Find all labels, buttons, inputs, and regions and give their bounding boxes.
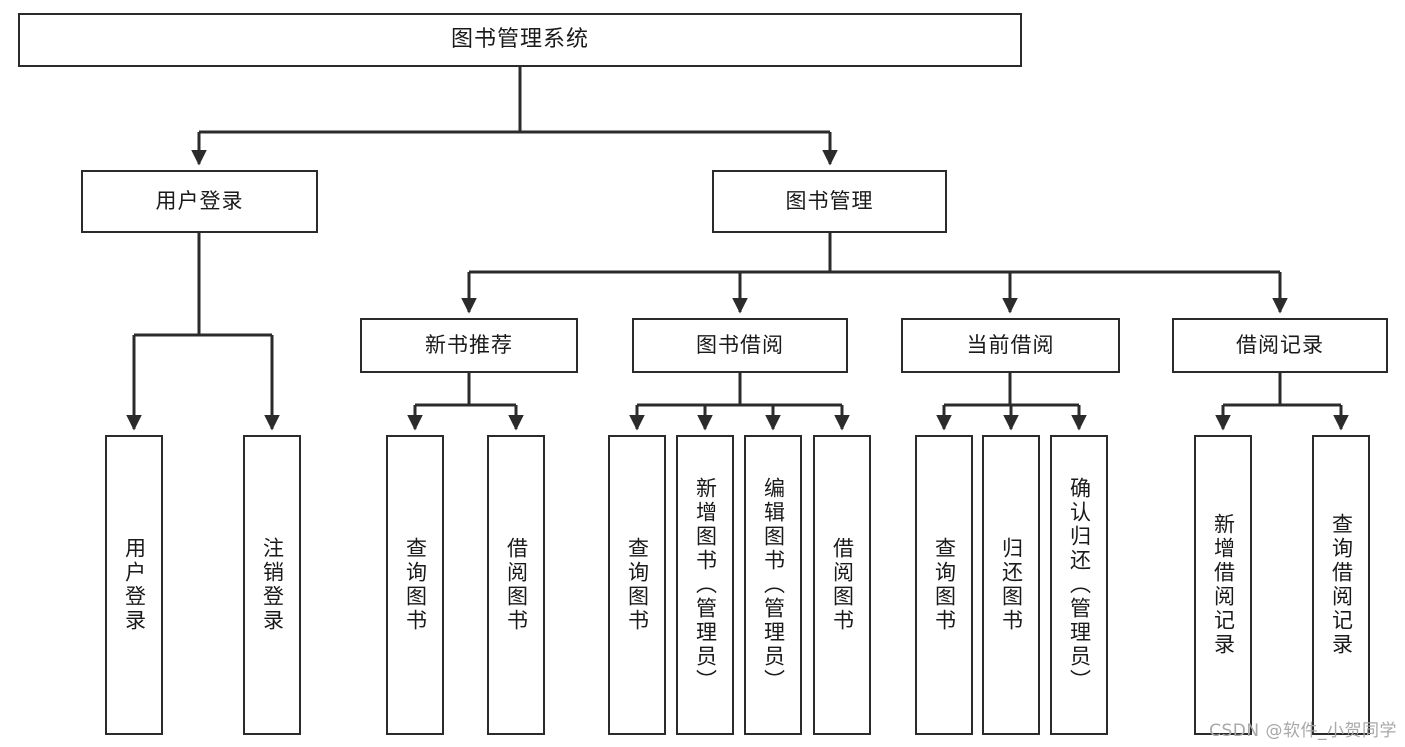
node-leaf-logout-label: 注销登录 <box>260 537 285 633</box>
node-leaf-borrow-book-2-label: 借阅图书 <box>830 537 855 633</box>
node-leaf-query-book-2[interactable]: 查询图书 <box>608 435 666 735</box>
node-leaf-user-login-label: 用户登录 <box>122 537 147 633</box>
node-leaf-borrow-book-1[interactable]: 借阅图书 <box>487 435 545 735</box>
node-borrow-record-label: 借阅记录 <box>1236 332 1324 357</box>
node-leaf-user-login[interactable]: 用户登录 <box>105 435 163 735</box>
node-leaf-edit-book[interactable]: 编辑图书（管理员） <box>744 435 802 735</box>
node-leaf-borrow-book-1-label: 借阅图书 <box>504 537 529 633</box>
node-leaf-add-record-label: 新增借阅记录 <box>1211 513 1236 657</box>
node-leaf-query-book-3[interactable]: 查询图书 <box>915 435 973 735</box>
node-user-login-label: 用户登录 <box>155 188 244 213</box>
node-borrow-record[interactable]: 借阅记录 <box>1172 318 1388 373</box>
node-book-manage-label: 图书管理 <box>785 188 874 213</box>
node-root-label: 图书管理系统 <box>450 26 589 52</box>
csdn-watermark: CSDN @软件_小贺同学 <box>1209 721 1397 741</box>
node-leaf-logout[interactable]: 注销登录 <box>243 435 301 735</box>
node-leaf-query-book-2-label: 查询图书 <box>625 537 650 633</box>
node-leaf-query-book-1-label: 查询图书 <box>403 537 428 633</box>
node-leaf-borrow-book-2[interactable]: 借阅图书 <box>813 435 871 735</box>
node-leaf-confirm-return[interactable]: 确认归还（管理员） <box>1050 435 1108 735</box>
node-leaf-query-book-1[interactable]: 查询图书 <box>386 435 444 735</box>
node-leaf-confirm-return-label: 确认归还（管理员） <box>1067 477 1092 693</box>
node-leaf-edit-book-label: 编辑图书（管理员） <box>761 477 786 693</box>
node-book-borrow-label: 图书借阅 <box>696 332 784 357</box>
node-new-book-rec[interactable]: 新书推荐 <box>360 318 578 373</box>
node-leaf-query-record[interactable]: 查询借阅记录 <box>1312 435 1370 735</box>
node-leaf-query-book-3-label: 查询图书 <box>932 537 957 633</box>
node-leaf-add-book[interactable]: 新增图书（管理员） <box>676 435 734 735</box>
node-leaf-add-book-label: 新增图书（管理员） <box>693 477 718 693</box>
node-book-manage[interactable]: 图书管理 <box>712 170 947 233</box>
node-current-borrow-label: 当前借阅 <box>966 332 1055 357</box>
node-leaf-query-record-label: 查询借阅记录 <box>1329 513 1354 657</box>
node-leaf-add-record[interactable]: 新增借阅记录 <box>1194 435 1252 735</box>
node-current-borrow[interactable]: 当前借阅 <box>901 318 1120 373</box>
node-root[interactable]: 图书管理系统 <box>18 13 1022 67</box>
node-book-borrow[interactable]: 图书借阅 <box>632 318 848 373</box>
node-new-book-rec-label: 新书推荐 <box>425 332 513 357</box>
node-user-login[interactable]: 用户登录 <box>81 170 318 233</box>
node-leaf-return-book-label: 归还图书 <box>999 537 1024 633</box>
node-leaf-return-book[interactable]: 归还图书 <box>982 435 1040 735</box>
